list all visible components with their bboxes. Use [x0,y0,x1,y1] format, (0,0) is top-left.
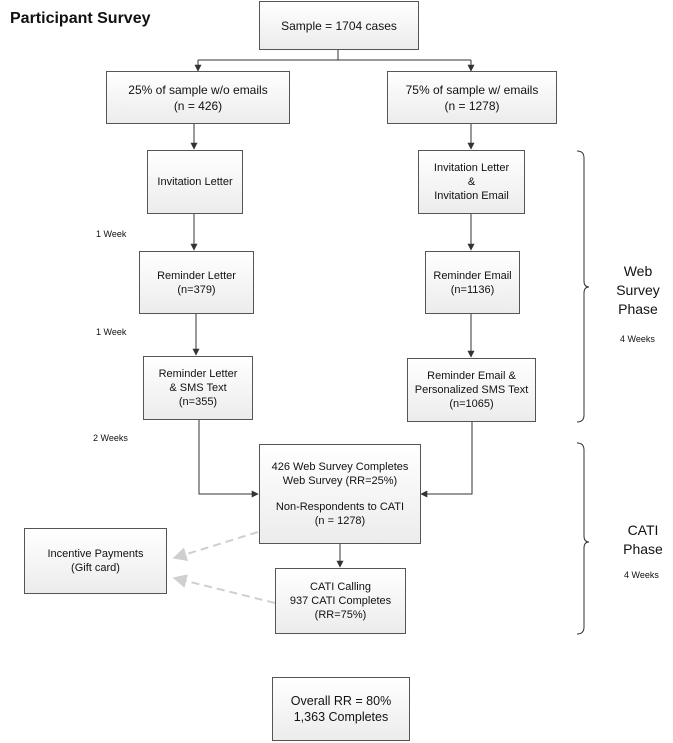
sample-box: Sample = 1704 cases [259,1,419,50]
box-text-line: CATI [627,522,659,538]
duration-label-1-week-second: 1 Week [96,327,127,337]
incentive-payments-box: Incentive Payments (Gift card) [24,528,167,594]
with-email-group-box: 75% of sample w/ emails(n = 1278) [387,71,557,124]
cati-phase-duration: 4 Weeks [624,570,659,580]
box-text-line: Overall RR = 80% [290,694,392,708]
box-text-line: (n = 426) [173,98,223,113]
cati-phase-label: CATI Phase [608,521,673,559]
box-text-line: (n = 1278) [314,515,366,527]
box-text-line: (n=355) [178,396,218,408]
box-text-line: Reminder Letter [157,269,236,282]
box-text-line: Non-Respondents to CATI [275,501,405,513]
box-text-line: Invitation Email [434,190,509,202]
box-text-line: Invitation Letter [433,162,510,174]
reminder-email-sms-box: Reminder Email & Personalized SMS Text (n=… [407,358,536,422]
brace-cati-phase [576,442,590,635]
box-text-line: Reminder Letter [158,368,238,380]
reminder-letter-box: Reminder Letter(n=379) [139,251,254,314]
box-text-line: & SMS Text [169,382,227,394]
box-text-line: (n=379) [177,283,216,296]
box-text-line: Phase [623,541,663,557]
box-text-line: Sample = 1704 cases [281,18,397,33]
reminder-letter-sms-box: Reminder Letter & SMS Text (n=355) [143,356,253,420]
diagram-title: Participant Survey [10,10,151,27]
box-text-line: (n=1136) [450,283,495,296]
box-text-line: Phase [618,301,658,317]
box-text-line: 937 CATI Completes [289,595,392,607]
box-text-line: (n = 1278) [444,98,500,113]
box-text-line: 1,363 Completes [293,710,389,724]
dashed-arrow-cati-to-incentive [172,574,276,604]
box-text-line: Incentive Payments [47,548,144,560]
arrow-right-to-web-completes [420,422,473,498]
cati-calling-box: CATI Calling 937 CATI Completes (RR=75%) [275,568,406,634]
duration-label-2-weeks: 2 Weeks [93,433,128,443]
box-text-line: 25% of sample w/o emails [128,82,268,97]
invitation-letter-box: Invitation Letter [147,150,243,214]
overall-rr-box: Overall RR = 80% 1,363 Completes [272,677,410,741]
no-email-group-box: 25% of sample w/o emails(n = 426) [106,71,290,124]
box-text-line: 75% of sample w/ emails [405,82,539,97]
box-text-line: Survey [616,282,660,298]
box-text-line: 426 Web Survey Completes [271,461,409,473]
box-text-line: Personalized SMS Text [414,384,529,396]
box-text-line: Reminder Email [433,269,512,282]
box-text-line: Web [623,263,653,279]
connector-sample-split [198,49,471,61]
invitation-letter-email-box: Invitation Letter & Invitation Email [418,150,525,214]
box-text-line: Reminder Email & [427,370,516,382]
box-text-line: (RR=75%) [314,609,367,621]
web-phase-duration: 4 Weeks [620,334,655,344]
box-text-line: & [467,176,476,188]
box-text-line: (n=1065) [449,398,494,410]
box-text-line: (Gift card) [71,562,120,574]
duration-label-1-week: 1 Week [96,229,127,239]
brace-web-phase [576,150,590,423]
box-text-line: CATI Calling [310,581,371,593]
reminder-email-box: Reminder Email(n=1136) [425,251,520,314]
box-text-line: Web Survey (RR=25%) [282,475,398,487]
arrow-left-to-web-completes [198,420,259,498]
dashed-arrow-web-to-incentive [172,531,259,561]
box-text-line: Invitation Letter [157,176,233,188]
